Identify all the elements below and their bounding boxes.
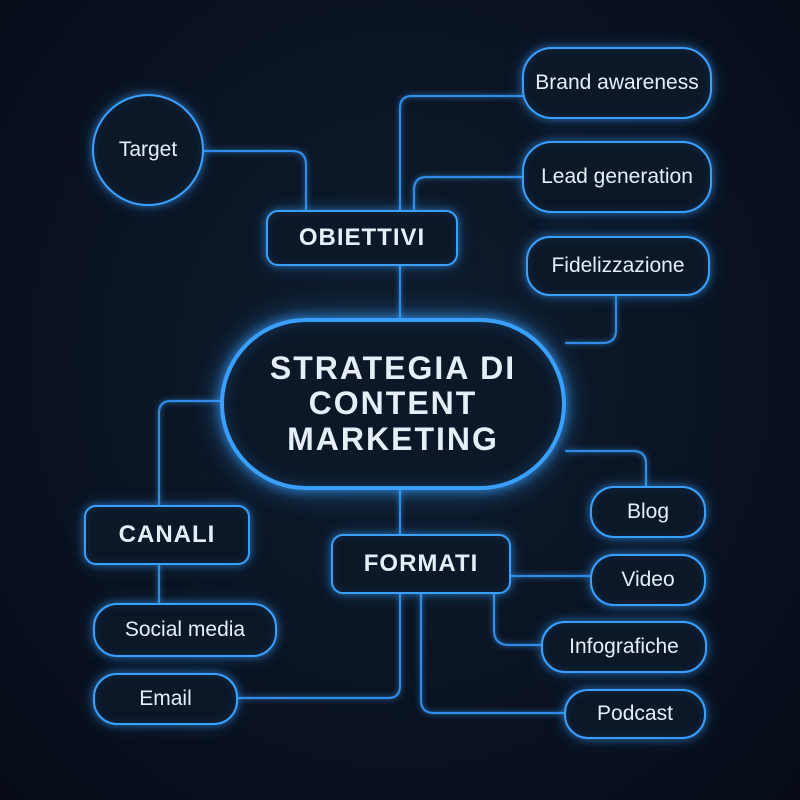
obiettivi-node[interactable]: OBIETTIVI bbox=[266, 210, 458, 266]
lead-generation-label: Lead generation bbox=[541, 165, 693, 189]
target-node[interactable]: Target bbox=[92, 94, 204, 206]
target-label: Target bbox=[118, 138, 178, 161]
infografiche-label: Infografiche bbox=[569, 635, 679, 659]
social-media-node[interactable]: Social media bbox=[93, 603, 277, 657]
canali-label: CANALI bbox=[118, 521, 216, 548]
formati-label: FORMATI bbox=[363, 550, 479, 577]
infografiche-node[interactable]: Infografiche bbox=[541, 621, 707, 673]
central-topic-label: STRATEGIA DI CONTENT MARKETING bbox=[269, 350, 517, 457]
video-label: Video bbox=[621, 568, 675, 592]
email-node[interactable]: Email bbox=[93, 673, 238, 725]
blog-node[interactable]: Blog bbox=[590, 486, 706, 538]
link-formati-infografiche bbox=[492, 592, 543, 647]
canali-node[interactable]: CANALI bbox=[84, 505, 250, 565]
link-fidelizzazione-center bbox=[564, 295, 618, 345]
link-formati-podcast bbox=[419, 592, 566, 715]
lead-generation-node[interactable]: Lead generation bbox=[522, 141, 712, 213]
central-topic[interactable]: STRATEGIA DI CONTENT MARKETING bbox=[220, 318, 566, 490]
fidelizzazione-label: Fidelizzazione bbox=[551, 254, 685, 278]
formati-node[interactable]: FORMATI bbox=[331, 534, 511, 594]
podcast-node[interactable]: Podcast bbox=[564, 689, 706, 739]
video-node[interactable]: Video bbox=[590, 554, 706, 606]
email-label: Email bbox=[139, 687, 192, 711]
obiettivi-label: OBIETTIVI bbox=[298, 224, 426, 251]
fidelizzazione-node[interactable]: Fidelizzazione bbox=[526, 236, 710, 296]
podcast-label: Podcast bbox=[597, 702, 673, 726]
link-center-blog bbox=[564, 449, 648, 488]
brand-awareness-node[interactable]: Brand awareness bbox=[522, 47, 712, 119]
blog-label: Blog bbox=[626, 500, 670, 524]
link-obiettivi-lead bbox=[412, 175, 524, 212]
link-center-canali bbox=[157, 399, 222, 507]
link-obiettivi-brand bbox=[398, 94, 524, 212]
brand-awareness-label: Brand awareness bbox=[535, 71, 699, 95]
link-target-obiettivi bbox=[202, 149, 308, 212]
social-media-label: Social media bbox=[124, 618, 246, 642]
link-formati-email bbox=[236, 592, 402, 700]
